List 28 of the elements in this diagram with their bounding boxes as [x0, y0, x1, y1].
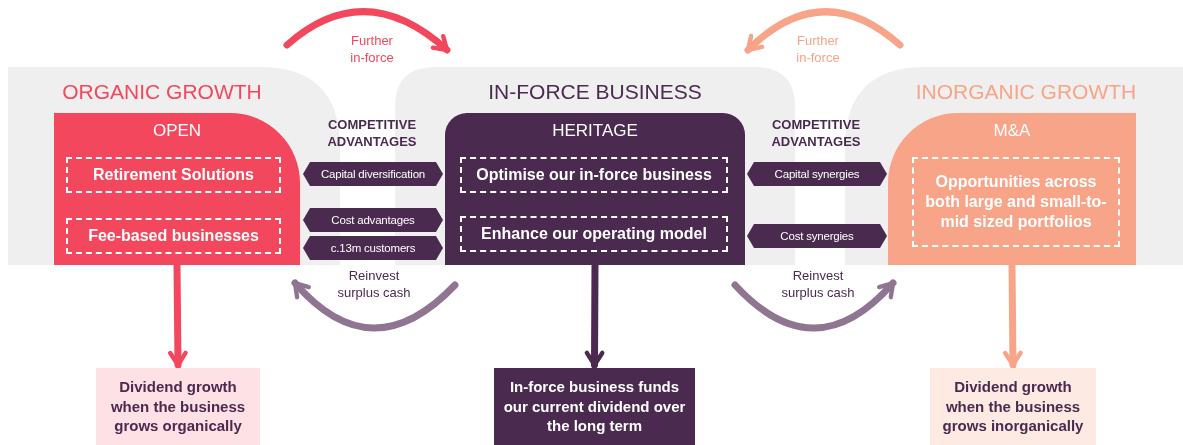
arrow	[291, 279, 459, 332]
arrow	[731, 279, 897, 332]
hexagon-tag: c.13m customers	[303, 236, 443, 260]
column-heading: COMPETITIVE ADVANTAGES	[326, 117, 418, 151]
column-heading: COMPETITIVE ADVANTAGES	[770, 117, 862, 151]
arrow	[744, 8, 904, 54]
dashed-text-box: Retirement Solutions	[66, 157, 281, 193]
dashed-text-box: Opportunities across both large and small-to-mid sized portfolios	[912, 157, 1120, 247]
panel-heading: M&A	[992, 121, 1032, 141]
dashed-text-box: Enhance our operating model	[460, 216, 728, 252]
segment-panel	[445, 113, 745, 265]
panel-heading: HERITAGE	[551, 121, 639, 141]
arrow	[283, 8, 451, 54]
segment-panel	[888, 113, 1136, 265]
segment-panel	[54, 113, 300, 265]
panel-heading: OPEN	[151, 121, 203, 141]
dashed-text-box: Fee-based businesses	[66, 218, 281, 254]
dashed-text-box: Optimise our in-force business	[460, 157, 728, 193]
hexagon-tag: Capital synergies	[747, 162, 887, 186]
outcome-box: Dividend growth when the business grows inorganically	[930, 368, 1096, 445]
hexagon-tag: Capital diversification	[303, 162, 443, 186]
outcome-box: In-force business funds our current dividend over the long term	[494, 368, 695, 445]
section-heading: INORGANIC GROWTH	[915, 80, 1137, 104]
section-heading: IN-FORCE BUSINESS	[488, 80, 702, 104]
hexagon-tag: Cost synergies	[747, 224, 887, 248]
hexagon-tag: Cost advantages	[303, 208, 443, 232]
section-heading: ORGANIC GROWTH	[62, 80, 262, 104]
outcome-box: Dividend growth when the business grows organically	[96, 368, 260, 445]
